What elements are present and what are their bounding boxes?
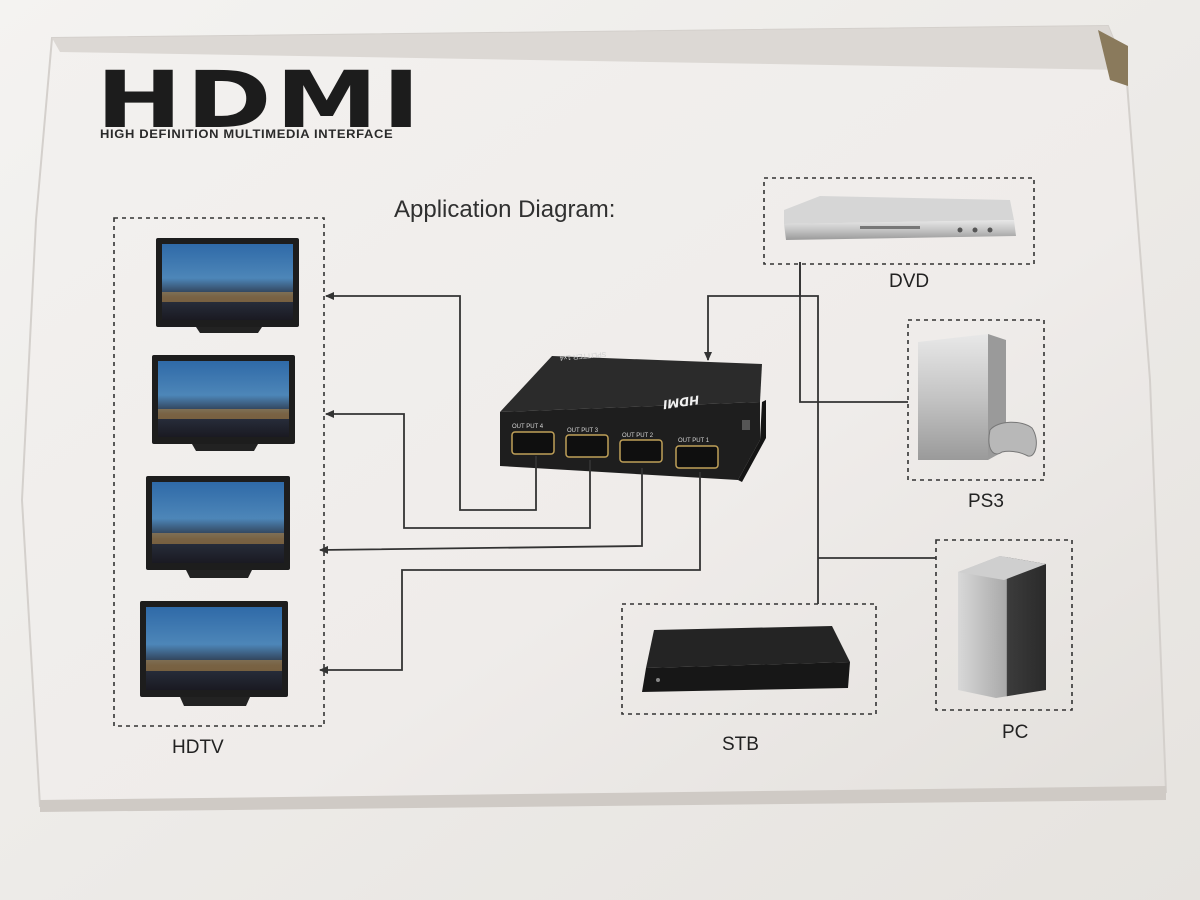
tv-1 [156,238,299,333]
splitter-port-label-4: OUT PUT 4 [512,424,544,430]
box-top-edge [52,26,1126,70]
splitter-port-label-3: OUT PUT 3 [567,428,599,434]
source-connections [704,262,936,604]
tv-4 [140,601,288,706]
box-bottom-shadow [40,786,1166,812]
hdmi-logo-tagline: HIGH DEFINITION MULTIMEDIA INTERFACE [100,127,394,141]
diagram-title: Application Diagram: [394,196,616,223]
tv-2 [152,355,295,451]
hdtv-group-box [113,217,325,727]
stb-group-box [621,603,877,715]
dvd-player-image [784,196,1016,240]
stb-label: STB [722,734,759,755]
dvd-group-box [763,177,1035,265]
ps3-console-image [918,334,1037,460]
tv-3 [146,476,290,578]
pc-tower-image [958,556,1046,698]
pc-label: PC [1002,722,1029,743]
pc-group-box [935,539,1073,711]
hdtv-label: HDTV [172,737,224,758]
ps3-label: PS3 [968,491,1004,512]
box-corner-tape [1098,30,1128,86]
splitter-port-label-2: OUT PUT 2 [622,433,654,439]
splitter-port-label-1: OUT PUT 1 [678,438,710,444]
ps3-group-box [907,319,1045,481]
hdmi-logo-wordmark: HDMI [96,56,425,146]
dvd-label: DVD [889,271,930,292]
output-connections [319,292,701,674]
hdmi-splitter [500,356,766,482]
stb-box-image [642,626,850,692]
